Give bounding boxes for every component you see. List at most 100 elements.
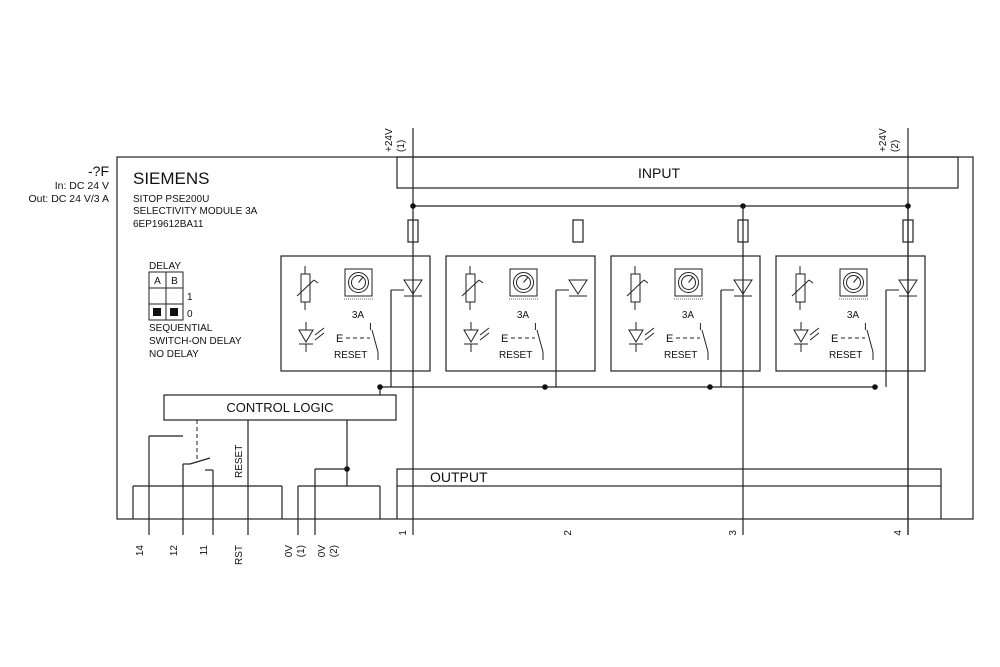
led-icon bbox=[628, 329, 644, 343]
dial-inner-ring bbox=[351, 275, 366, 290]
terminal-0v1-index: (1) bbox=[296, 545, 307, 557]
supply-label-2-index: (2) bbox=[890, 140, 901, 152]
current-dial-icon[interactable] bbox=[344, 268, 373, 297]
resistor-adjust-arrow bbox=[296, 279, 315, 297]
terminal-out-4: 4 bbox=[893, 530, 904, 536]
channel-3: 3A E I RESET bbox=[610, 203, 911, 535]
resistor-adjust-tick bbox=[478, 279, 484, 284]
fuse-icon bbox=[572, 219, 584, 243]
current-dial-icon[interactable] bbox=[839, 268, 868, 297]
channel-2: 3A E I RESET bbox=[445, 203, 746, 535]
input-junction bbox=[410, 203, 416, 209]
reset-button-label[interactable]: RESET bbox=[664, 350, 697, 361]
device-tag: -?F bbox=[88, 163, 109, 179]
channel-box bbox=[775, 255, 926, 372]
model-name: SELECTIVITY MODULE 3A bbox=[133, 206, 258, 217]
resistor-adjust-arrow bbox=[461, 279, 480, 297]
led-ray-2 bbox=[314, 332, 325, 341]
resistor-adjust-arrow bbox=[626, 279, 645, 297]
terminal-12: 12 bbox=[169, 545, 180, 557]
enable-label: E bbox=[666, 333, 673, 345]
led-ray-1 bbox=[809, 327, 820, 336]
terminal-11: 11 bbox=[199, 545, 210, 556]
led-icon bbox=[298, 329, 314, 343]
status-junction bbox=[872, 384, 878, 390]
current-dial-icon[interactable] bbox=[674, 268, 703, 297]
delay-legend-sequential: SEQUENTIAL bbox=[149, 323, 213, 334]
resistor-adjust-arrow bbox=[791, 279, 810, 297]
reset-signal-label: RESET bbox=[234, 445, 245, 478]
status-junction bbox=[707, 384, 713, 390]
diode-icon bbox=[733, 279, 753, 295]
brand-name: SIEMENS bbox=[133, 169, 210, 188]
terminal-0v2-index: (2) bbox=[329, 545, 340, 557]
led-ray-2 bbox=[809, 332, 820, 341]
enable-label: E bbox=[336, 333, 343, 345]
switch-position-label: I bbox=[369, 322, 372, 333]
fuse-icon bbox=[407, 219, 419, 243]
led-ray-1 bbox=[644, 327, 655, 336]
supply-label-1-voltage: +24V bbox=[384, 128, 395, 152]
delay-col-a: A bbox=[154, 276, 161, 287]
current-rating: 3A bbox=[847, 310, 860, 321]
control-logic-label: CONTROL LOGIC bbox=[226, 400, 333, 415]
current-rating: 3A bbox=[682, 310, 695, 321]
output-rating: Out: DC 24 V/3 A bbox=[28, 193, 109, 205]
channel-box bbox=[445, 255, 596, 372]
control-logic-block bbox=[163, 394, 397, 421]
terminal-0v2-label: 0V bbox=[317, 545, 328, 558]
switch-position-label: I bbox=[864, 322, 867, 333]
reset-switch-blade bbox=[536, 329, 544, 353]
reset-switch-blade bbox=[866, 329, 874, 353]
delay-legend-no-delay: NO DELAY bbox=[149, 349, 199, 360]
dial-outer-ring bbox=[678, 272, 699, 293]
status-junction bbox=[377, 384, 383, 390]
status-junction bbox=[542, 384, 548, 390]
dip-switch-a[interactable] bbox=[153, 308, 161, 316]
current-rating: 3A bbox=[517, 310, 530, 321]
order-number: 6EP19612BA11 bbox=[133, 219, 204, 230]
delay-row-0: 0 bbox=[187, 309, 193, 320]
resistor-adjust-tick bbox=[808, 279, 814, 284]
dial-inner-ring bbox=[846, 275, 861, 290]
enable-label: E bbox=[831, 333, 838, 345]
switch-position-label: I bbox=[534, 322, 537, 333]
delay-row-1: 1 bbox=[187, 292, 193, 303]
led-ray-1 bbox=[479, 327, 490, 336]
input-label: INPUT bbox=[638, 165, 680, 181]
led-ray-1 bbox=[314, 327, 325, 336]
reset-button-label[interactable]: RESET bbox=[334, 350, 367, 361]
terminal-out-1: 1 bbox=[398, 530, 409, 536]
reset-button-label[interactable]: RESET bbox=[829, 350, 862, 361]
channel-box bbox=[610, 255, 761, 372]
delay-title: DELAY bbox=[149, 261, 181, 272]
input-rating: In: DC 24 V bbox=[55, 180, 109, 192]
diode-icon bbox=[898, 279, 918, 295]
reset-switch-blade bbox=[371, 329, 379, 353]
fuse-icon bbox=[737, 219, 749, 243]
reset-button-label[interactable]: RESET bbox=[499, 350, 532, 361]
product-name: SITOP PSE200U bbox=[133, 194, 209, 205]
channel-4: 3A E I RESET bbox=[775, 219, 926, 390]
fuse-icon bbox=[902, 219, 914, 243]
output-block bbox=[396, 468, 942, 487]
switch-position-label: I bbox=[699, 322, 702, 333]
terminal-out-2: 2 bbox=[563, 530, 574, 536]
dial-outer-ring bbox=[348, 272, 369, 293]
dial-inner-ring bbox=[516, 275, 531, 290]
dial-outer-ring bbox=[513, 272, 534, 293]
terminal-0v1-label: 0V bbox=[284, 545, 295, 558]
terminal-out-3: 3 bbox=[728, 530, 739, 536]
led-ray-2 bbox=[644, 332, 655, 341]
dial-pointer bbox=[523, 276, 529, 283]
input-block bbox=[396, 156, 959, 189]
supply-label-1-index: (1) bbox=[396, 140, 407, 152]
reset-switch-blade bbox=[701, 329, 709, 353]
enable-label: E bbox=[501, 333, 508, 345]
dip-switch-b[interactable] bbox=[170, 308, 178, 316]
delay-legend-switch-on: SWITCH-ON DELAY bbox=[149, 336, 242, 347]
current-dial-icon[interactable] bbox=[509, 268, 538, 297]
